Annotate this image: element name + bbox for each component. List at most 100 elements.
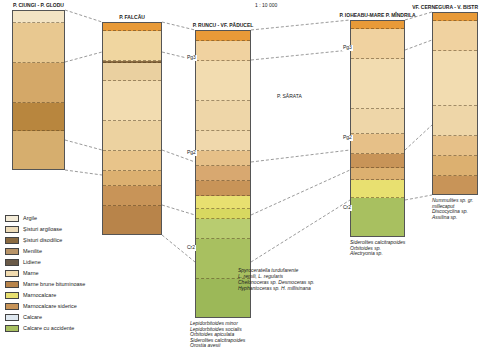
formation-code: Pg2: [342, 135, 353, 141]
column-heading: P. FALCĂU: [119, 14, 145, 20]
correlation-line-extra: [251, 170, 350, 215]
legend-swatch: [5, 281, 19, 288]
stratum-band: [351, 198, 404, 237]
section-label: 1 : 10 000: [255, 3, 277, 9]
legend-text: Calcare: [23, 313, 42, 321]
legend-swatch: [5, 215, 19, 222]
stratum-band: [196, 41, 250, 61]
legend-swatch: [5, 325, 19, 332]
correlation-line-extra: [65, 52, 102, 62]
formation-code: Pg2: [186, 150, 197, 156]
legend-text: Șisturi argiloase: [23, 225, 62, 233]
stratum-band: [103, 23, 161, 31]
legend-swatch: [5, 292, 19, 299]
correlation-line-extra: [405, 40, 432, 50]
stratum-band: [433, 106, 477, 136]
legend-swatch: [5, 248, 19, 255]
stratum-band: [196, 181, 250, 196]
correlation-line-extra: [251, 150, 350, 162]
stratum-band: [351, 154, 404, 168]
legend-text: Șisturi disodilice: [23, 236, 62, 244]
section-label: P. SĂRATA: [276, 94, 303, 100]
stratum-band: [351, 134, 404, 154]
stratum-band: [433, 156, 477, 176]
stratum-band: [13, 103, 64, 131]
stratum-band: [103, 171, 161, 186]
stratum-band: [196, 209, 250, 219]
legend-swatch: [5, 226, 19, 233]
legend-swatch: [5, 270, 19, 277]
stratum-band: [196, 31, 250, 41]
legend-text: Menilite: [23, 247, 42, 255]
legend-swatch: [5, 259, 19, 266]
correlation-line-extra: [65, 170, 102, 175]
stratum-band: [103, 206, 161, 235]
stratigraphic-column: VF. CERNEGURA - V. BISTR: [432, 4, 478, 195]
legend-swatch: [5, 237, 19, 244]
legend-text: Marne brune bituminoase: [23, 280, 85, 288]
stratum-band: [196, 151, 250, 166]
correlation-line: [65, 10, 102, 22]
correlation-line-extra: [405, 195, 432, 200]
stratum-band: [13, 63, 64, 103]
legend-swatch: [5, 303, 19, 310]
stratum-band: [196, 131, 250, 151]
stratum-band: [103, 121, 161, 151]
legend-text: Lidiene: [23, 258, 41, 266]
column-heading: P. RUNCU - VF. PĂDUCEL: [193, 22, 254, 28]
stratum-band: [351, 168, 404, 180]
fossil-name: Chelonoceras sp. Desmoceras sp.: [238, 280, 314, 286]
stratum-band: [13, 131, 64, 170]
formation-code: Cr2: [342, 205, 352, 211]
stratum-band: [103, 63, 161, 81]
stratum-band: [196, 196, 250, 209]
formation-code: Pg3: [342, 45, 353, 51]
stratum-band: [196, 61, 250, 101]
correlation-line: [251, 20, 350, 30]
column-body: [350, 20, 405, 237]
legend-text: Marnocalcare: [23, 291, 56, 299]
legend-text: Argile: [23, 214, 37, 222]
stratum-band: [103, 31, 161, 61]
column-heading: VF. CERNEGURA - V. BISTR: [412, 4, 478, 10]
column-body: [102, 22, 162, 235]
formation-code: Cr2: [186, 245, 196, 251]
fossil-name: Assilina sp.: [432, 215, 457, 221]
stratum-band: [196, 166, 250, 181]
fossil-name: Hyphantoceras sp. H. millisinana: [238, 286, 311, 292]
stratigraphic-column: P. IOHEABU-MARE P. MÎNDRILA: [350, 12, 405, 237]
stratigraphic-column: P. FALCĂU: [102, 14, 162, 235]
correlation-line-extra: [65, 140, 102, 150]
column-body: [12, 10, 65, 170]
correlation-line-extra: [251, 50, 350, 60]
correlation-line-extra: [405, 125, 432, 150]
fossil-name: Spyroceratella turdufarente: [238, 268, 298, 274]
formation-code: Pg3: [186, 55, 197, 61]
correlation-line: [162, 22, 195, 30]
stratum-band: [103, 81, 161, 121]
stratum-band: [351, 21, 404, 29]
column-heading: P. CIUNGI - P. GLODU: [13, 2, 64, 8]
stratum-band: [433, 176, 477, 195]
correlation-line-extra: [162, 205, 195, 215]
legend-text: Calcare cu accidente: [23, 324, 74, 332]
stratum-band: [433, 51, 477, 106]
stratum-band: [433, 13, 477, 21]
fossil-name: Orostia avesii: [190, 343, 220, 349]
legend-swatch: [5, 314, 19, 321]
fossil-name: L. remili, L. regularis: [238, 274, 283, 280]
stratum-band: [13, 23, 64, 63]
legend-text: Marnocalcare siderice: [23, 302, 77, 310]
stratum-band: [433, 21, 477, 51]
stratum-band: [196, 219, 250, 239]
stratigraphic-column: P. CIUNGI - P. GLODU: [12, 2, 65, 170]
stratum-band: [351, 180, 404, 198]
stratum-band: [103, 151, 161, 171]
correlation-line-extra: [251, 200, 350, 262]
stratum-band: [351, 29, 404, 59]
stratum-band: [351, 109, 404, 134]
stratum-band: [13, 11, 64, 23]
stratum-band: [433, 136, 477, 156]
stratum-band: [196, 101, 250, 131]
